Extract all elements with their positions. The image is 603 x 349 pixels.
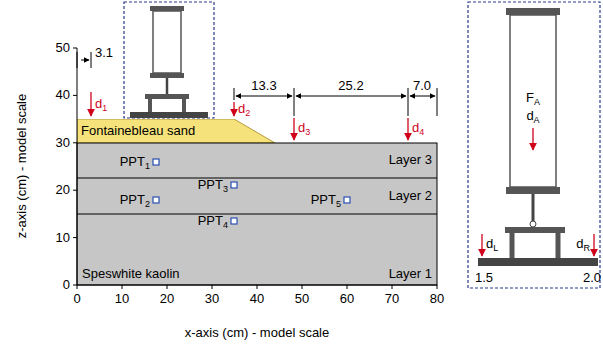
tick-label: 60 [340,292,354,307]
axis-title: z-axis (cm) - model scale [15,94,30,238]
tick-label: 80 [430,292,444,307]
sensor-label: PPT1 [120,155,150,170]
dimension: 7.0 [413,79,431,94]
layer-label: Layer 3 [389,153,432,168]
dimension: 1.5 [475,271,493,286]
dimension: 13.3 [251,79,276,94]
layer-label: Layer 2 [389,189,432,204]
sensor-label: PPT2 [120,193,150,208]
clay-layer: Speswhite kaolin Layer 1 [77,214,437,285]
tick-label: 10 [115,292,129,307]
tick-label: 40 [56,88,70,103]
sensor-label: PPT5 [311,193,341,208]
displacement-label: d1 [95,97,107,112]
dimension: 3.1 [95,46,113,61]
tick-label: 30 [56,135,70,150]
displacement-label: dA [526,109,539,124]
tick-label: 50 [295,292,309,307]
sensor-label: PPT3 [198,178,228,193]
sensor-label: PPT4 [198,214,228,229]
dimension: 2.0 [583,271,601,286]
displacement-label: d3 [298,121,310,136]
sand-layer: Fontainebleau sand [77,119,275,143]
displacement-label: d4 [412,121,424,136]
tick-label: 20 [56,183,70,198]
force-label: FA [526,91,540,106]
tick-label: 20 [160,292,174,307]
tick-label: 0 [63,278,70,293]
displacement-label: d2 [238,102,250,117]
tick-label: 0 [73,292,80,307]
tick-label: 30 [205,292,219,307]
axis-title: x-axis (cm) - model scale [185,326,329,341]
tick-label: 10 [56,230,70,245]
displacement-label: dL [486,237,498,252]
tick-label: 40 [250,292,264,307]
dimension: 25.2 [338,79,363,94]
layer-label: Layer 1 [389,267,432,282]
layer-label: Speswhite kaolin [82,267,180,282]
tick-label: 70 [385,292,399,307]
layer-label: Fontainebleau sand [81,124,195,139]
tick-label: 50 [56,41,70,56]
displacement-label: dR [576,237,590,252]
